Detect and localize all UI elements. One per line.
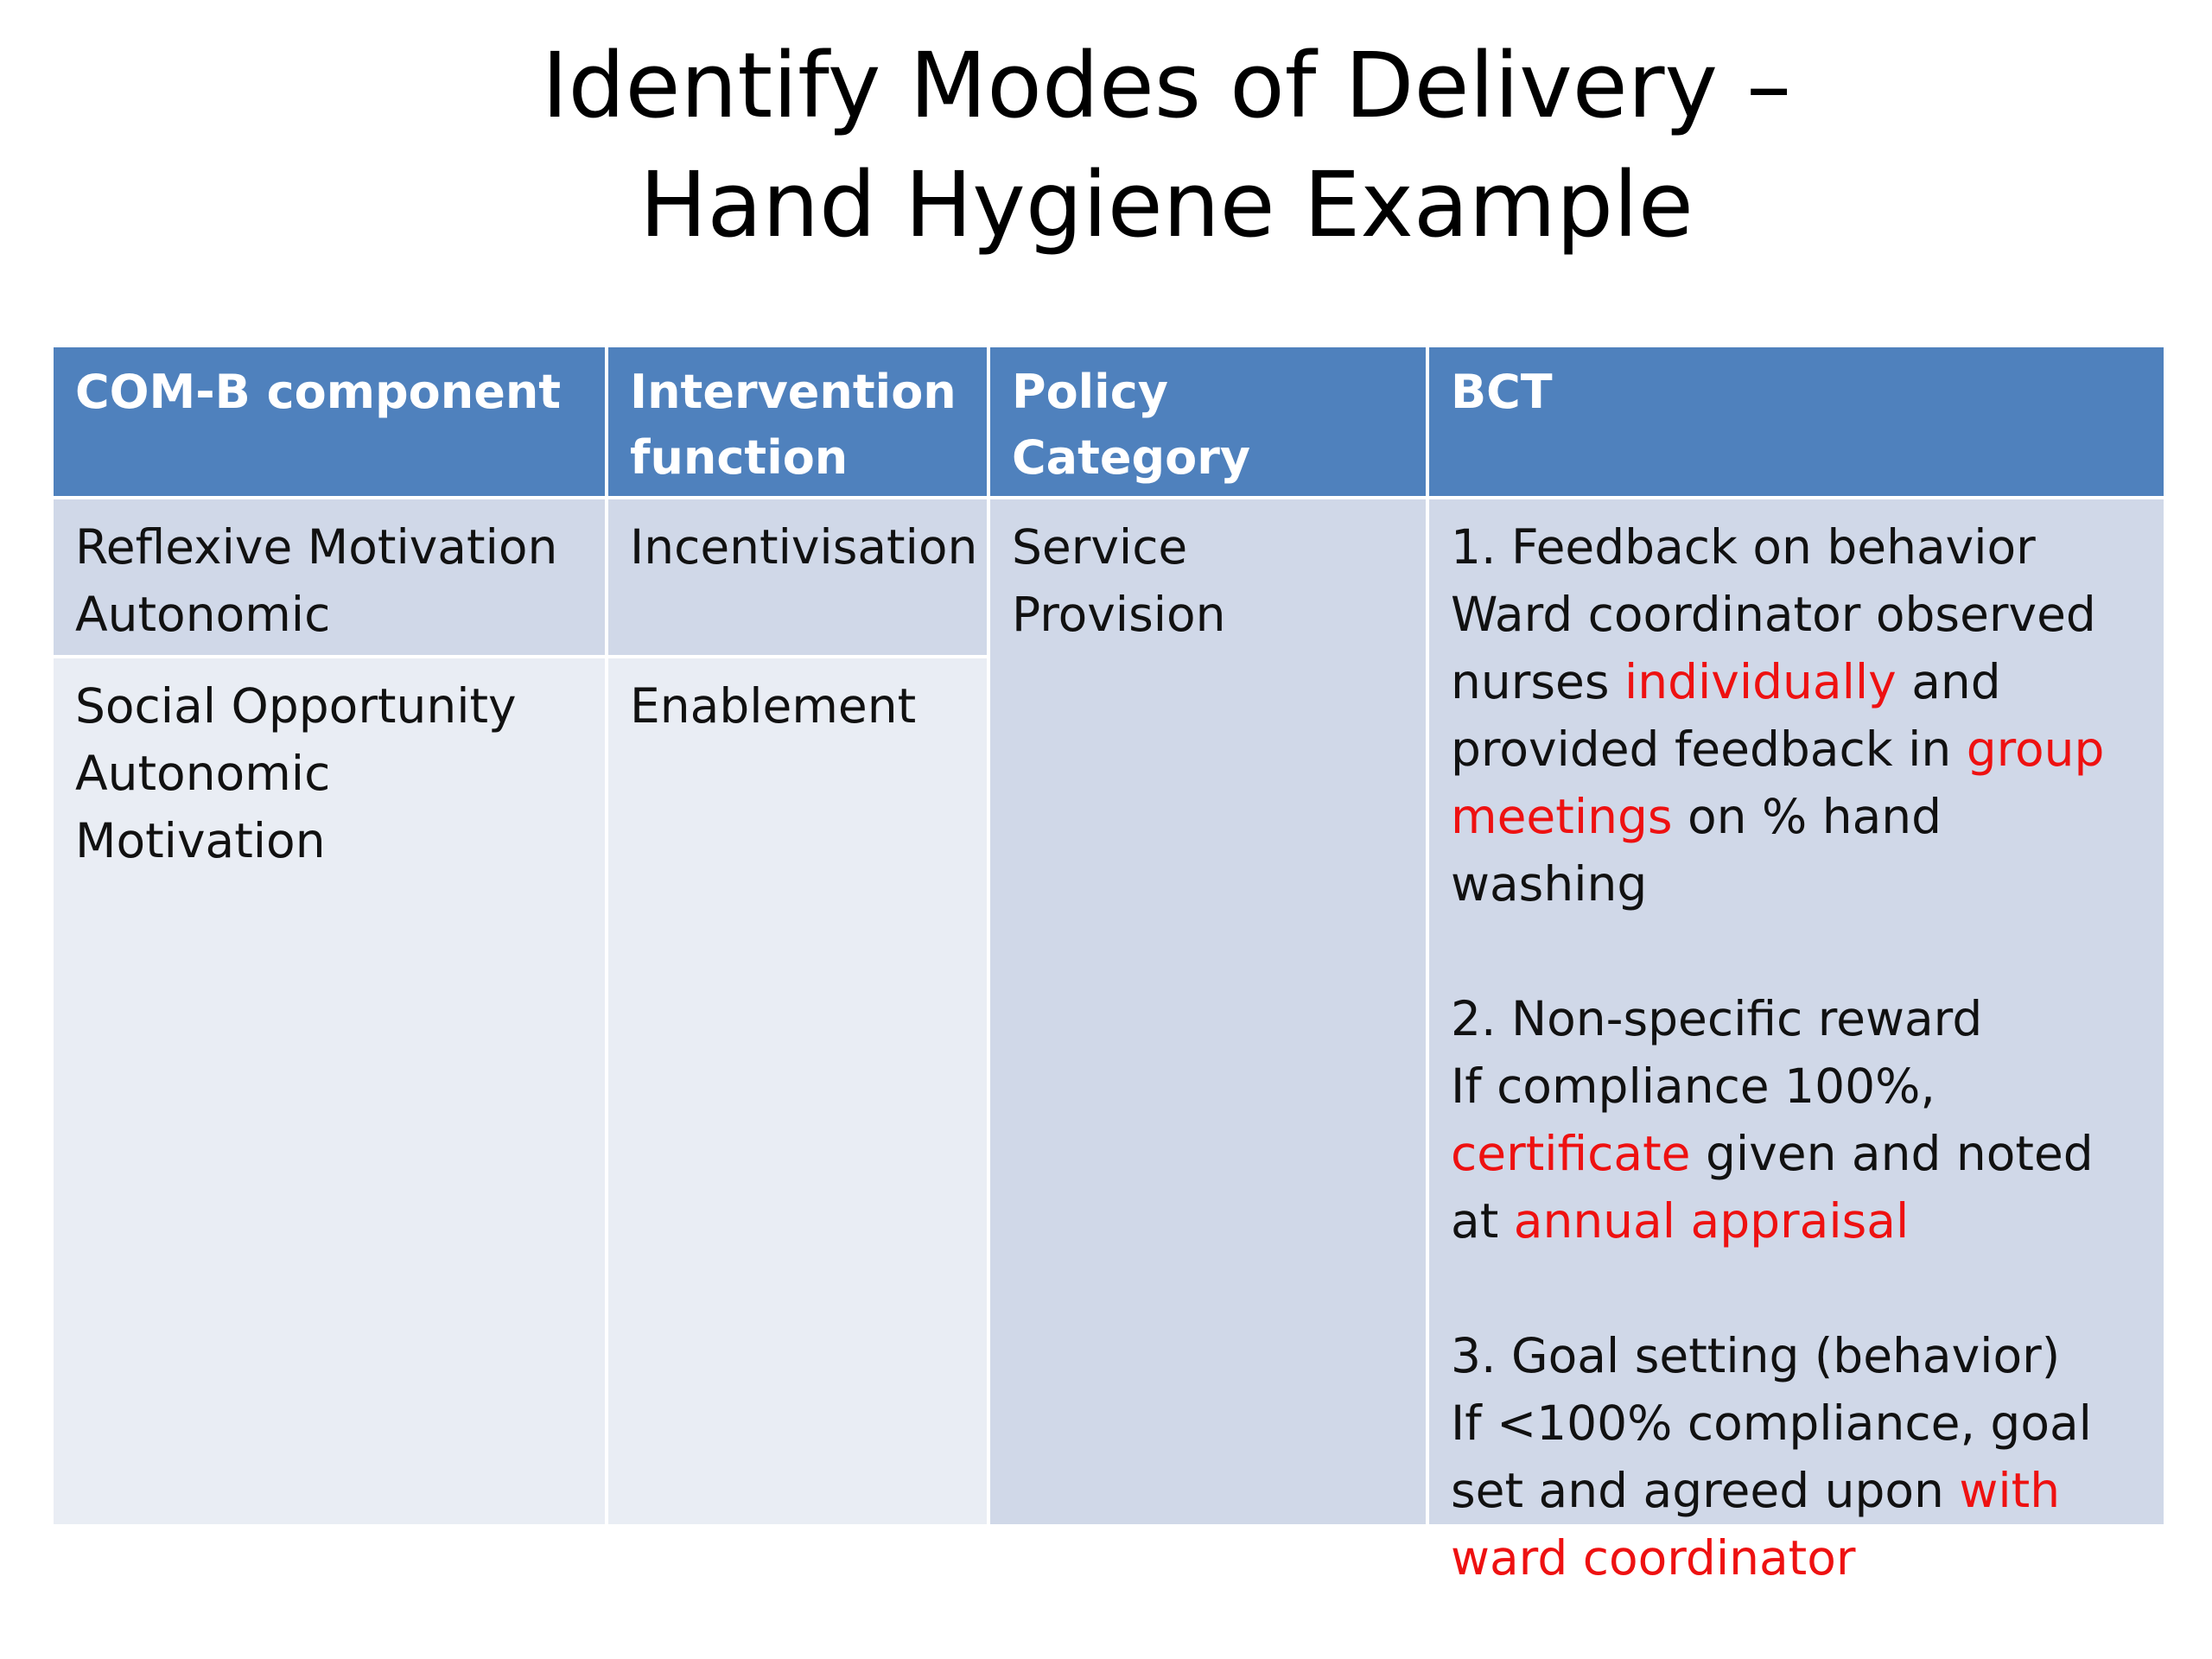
- slide-title: Identify Modes of Delivery – Hand Hygien…: [0, 26, 2212, 264]
- bct-highlight-text: with ward coordinator: [1451, 1463, 2061, 1586]
- row-2-com-b-line-2: Autonomic Motivation: [75, 746, 331, 868]
- bct-highlight-text: individually: [1624, 654, 1897, 709]
- bct-text: If compliance 100%,: [1451, 1058, 1936, 1114]
- header-com-b: COM-B component: [54, 347, 605, 496]
- delivery-modes-table: COM-B component Intervention function Po…: [54, 347, 2164, 1586]
- header-bct: BCT: [1429, 347, 2164, 496]
- bct-heading-3: 3. Goal setting (behavior): [1451, 1328, 2061, 1383]
- row-2-com-b-line-1: Social Opportunity: [75, 678, 517, 734]
- bct-heading-2: 2. Non-specific reward: [1451, 991, 1983, 1046]
- bct-description-1: Ward coordinator observed nurses individ…: [1451, 581, 2152, 918]
- bct-description-2: If compliance 100%, certificate given an…: [1451, 1052, 2152, 1255]
- slide-title-line-2: Hand Hygiene Example: [639, 152, 1694, 257]
- header-policy-category: Policy Category: [990, 347, 1426, 496]
- bct-text: and provided feedback in: [1451, 654, 2001, 777]
- bct-gap: [1451, 918, 2152, 985]
- bct-highlight-text: group meetings: [1451, 721, 2105, 844]
- bct-gap: [1451, 1255, 2152, 1322]
- row-1-com-b: Reflexive Motivation Autonomic Motivatio…: [54, 499, 605, 709]
- row-2-intervention: Enablement: [608, 658, 987, 1524]
- policy-category-cell: Service Provision: [990, 499, 1426, 1524]
- slide-title-line-1: Identify Modes of Delivery –: [541, 33, 1792, 138]
- bct-text: on % hand washing: [1451, 789, 1942, 912]
- bct-highlight-text: annual appraisal: [1513, 1193, 1910, 1249]
- row-1-com-b-line-1: Reflexive Motivation: [75, 519, 558, 575]
- row-2-com-b: Social Opportunity Autonomic Motivation: [54, 658, 605, 1524]
- bct-text: given and noted at: [1451, 1126, 2094, 1249]
- bct-heading-1: 1. Feedback on behavior: [1451, 519, 2036, 575]
- header-intervention-function: Intervention function: [608, 347, 987, 496]
- bct-description-3: If <100% compliance, goal set and agreed…: [1451, 1389, 2152, 1592]
- bct-text: Ward coordinator observed nurses: [1451, 587, 2096, 709]
- row-1-intervention: Incentivisation: [608, 499, 987, 655]
- bct-text: If <100% compliance, goal set and agreed…: [1451, 1395, 2092, 1518]
- bct-highlight-text: certificate: [1451, 1126, 1691, 1181]
